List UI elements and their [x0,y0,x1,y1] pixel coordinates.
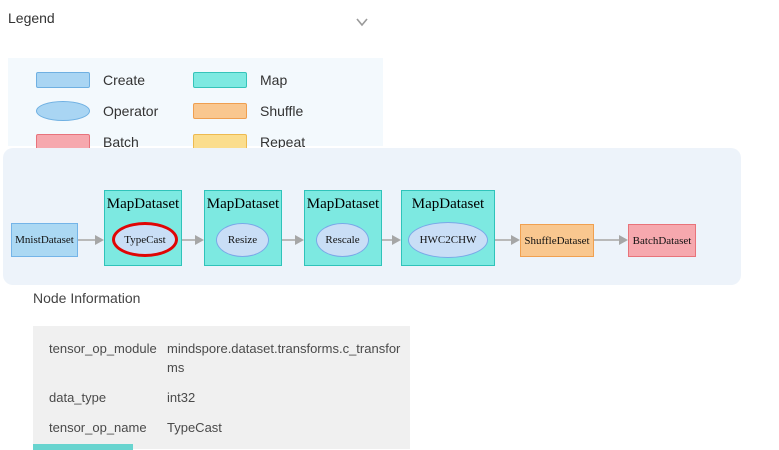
operator-node-resize[interactable]: Resize [216,223,269,257]
legend-label-shuffle: Shuffle [260,103,304,119]
arrowhead-icon [392,235,401,245]
legend-row: Batch Repeat [8,131,383,153]
edge-arrow [382,233,401,247]
legend-label-map: Map [260,72,288,88]
operator-node-rescale[interactable]: Rescale [316,223,369,257]
shuffle-swatch [193,103,247,119]
arrowhead-icon [511,235,520,245]
operator-label: Resize [227,234,258,246]
operator-swatch [36,101,90,121]
attr-value: mindspore.dataset.transforms.c_transform… [167,341,401,375]
legend-row: Operator Shuffle [8,100,383,122]
operator-node-hwc2chw[interactable]: HWC2CHW [408,222,488,258]
attr-value: TypeCast [167,420,222,435]
operator-label: TypeCast [124,233,166,246]
arrowhead-icon [619,235,628,245]
attr-key: tensor_op_name [49,420,147,435]
legend-section-title: Legend [8,10,55,26]
edge-arrow [495,233,520,247]
arrowhead-icon [195,235,204,245]
graph-node-mnistdataset[interactable]: MnistDataset [11,223,78,257]
graph-node-batchdataset[interactable]: BatchDataset [628,224,696,257]
edge-arrow [594,233,628,247]
node-label: BatchDataset [632,234,692,247]
node-label: MapDataset [306,196,380,212]
chevron-down-icon[interactable] [353,13,371,31]
edge-arrow [282,233,304,247]
operator-label: Rescale [325,234,360,246]
table-row: data_type int32 [49,388,402,407]
node-label: MapDataset [106,196,180,212]
node-label: MapDataset [206,196,280,212]
edge-arrow [78,233,104,247]
edge-arrow [182,233,204,247]
node-label: MapDataset [411,196,485,212]
dataset-graph-canvas[interactable]: MnistDataset MapDataset TypeCast MapData… [3,148,741,285]
arrowhead-icon [95,235,104,245]
node-information-table: tensor_op_module mindspore.dataset.trans… [33,326,410,449]
legend-panel: Create Map Operator Shuffle Batch Repeat [8,58,383,150]
operator-node-typecast-selected[interactable]: TypeCast [112,222,178,257]
node-label: MnistDataset [15,234,74,246]
legend-label-batch: Batch [103,134,139,150]
legend-row: Create Map [8,69,383,91]
table-row: tensor_op_module mindspore.dataset.trans… [49,339,402,377]
legend-label-repeat: Repeat [260,134,306,150]
partially-visible-cyan-element [33,444,133,450]
attr-key: data_type [49,390,107,405]
attr-key: tensor_op_module [49,341,157,356]
table-row: tensor_op_name TypeCast [49,418,402,437]
operator-label: HWC2CHW [419,234,477,246]
legend-label-create: Create [103,72,146,88]
arrowhead-icon [295,235,304,245]
graph-node-shuffledataset[interactable]: ShuffleDataset [520,224,594,257]
node-information-title: Node Information [33,290,141,306]
create-swatch [36,72,90,88]
node-label: ShuffleDataset [524,234,590,247]
attr-value: int32 [167,390,196,405]
map-swatch [193,72,247,88]
legend-label-operator: Operator [103,103,159,119]
